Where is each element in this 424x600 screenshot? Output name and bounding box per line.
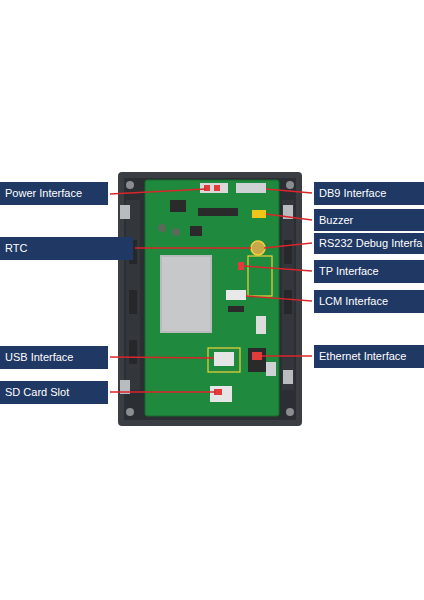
highlight-box [248,256,272,296]
part [256,316,266,334]
screw [126,181,134,189]
leader-line [110,391,216,392]
callout-label: USB Interface [0,346,108,369]
ethernet-jack [248,348,266,372]
chip [228,306,244,312]
db9-connector [236,183,266,193]
leader-line [135,247,251,248]
screw [286,408,294,416]
sd-slot [210,386,232,402]
label-text: LCM Interface [319,295,388,307]
screw [286,181,294,189]
connector-pin [204,185,210,191]
slot [284,290,292,314]
label-text: DB9 Interface [319,187,386,199]
leader-line [110,189,206,194]
rtc-battery [251,241,265,255]
leader-line [262,355,312,356]
label-text: Ethernet Interface [319,350,406,362]
slot [129,290,137,314]
callout-label: SD Card Slot [0,381,108,404]
label-text: TP Interface [319,265,379,277]
callout-label: DB9 Interface [314,182,424,205]
leader-line [264,243,312,248]
leader-line [266,214,312,220]
chip [190,226,202,236]
label-text: Buzzer [319,214,353,226]
callout-label: RTC [0,237,133,260]
label-text: RTC [5,242,27,254]
leader-line [110,357,214,358]
callout-label: Power Interface [0,182,108,205]
pcb-edge [145,180,279,416]
power-connector [200,183,228,193]
rail [282,200,294,390]
highlight-box [208,348,240,372]
capacitor [172,228,180,236]
clip [283,370,293,384]
callout-label: LCM Interface [314,290,424,313]
lcd-shield-face [162,257,210,331]
part [266,362,276,376]
callout-label: Ethernet Interface [314,345,424,368]
housing [118,172,302,426]
label-text: USB Interface [5,351,73,363]
label-text: RS232 Debug Interfa [319,237,422,249]
callout-label: RS232 Debug Interfa [314,233,424,254]
buzzer-part [252,210,266,218]
chip-row [198,208,238,216]
usb-connector [214,352,234,366]
callout-label: TP Interface [314,260,424,283]
leader-line [266,189,312,193]
pcb [145,180,279,416]
clip [120,205,130,219]
chip [170,200,186,212]
lcm-connector [226,290,246,300]
callout-label: Buzzer [314,209,424,231]
label-text: Power Interface [5,187,82,199]
slot [284,240,292,264]
leader-lines [110,189,312,392]
label-text: SD Card Slot [5,386,69,398]
leader-line [244,266,312,271]
screw [126,408,134,416]
tp-connector [238,262,244,270]
leader-line [246,296,312,301]
lcd-shield [160,255,212,333]
connector-pin [214,185,220,191]
capacitor [158,224,166,232]
ethernet-led [252,352,262,360]
rail [126,200,140,390]
slot [129,340,137,364]
